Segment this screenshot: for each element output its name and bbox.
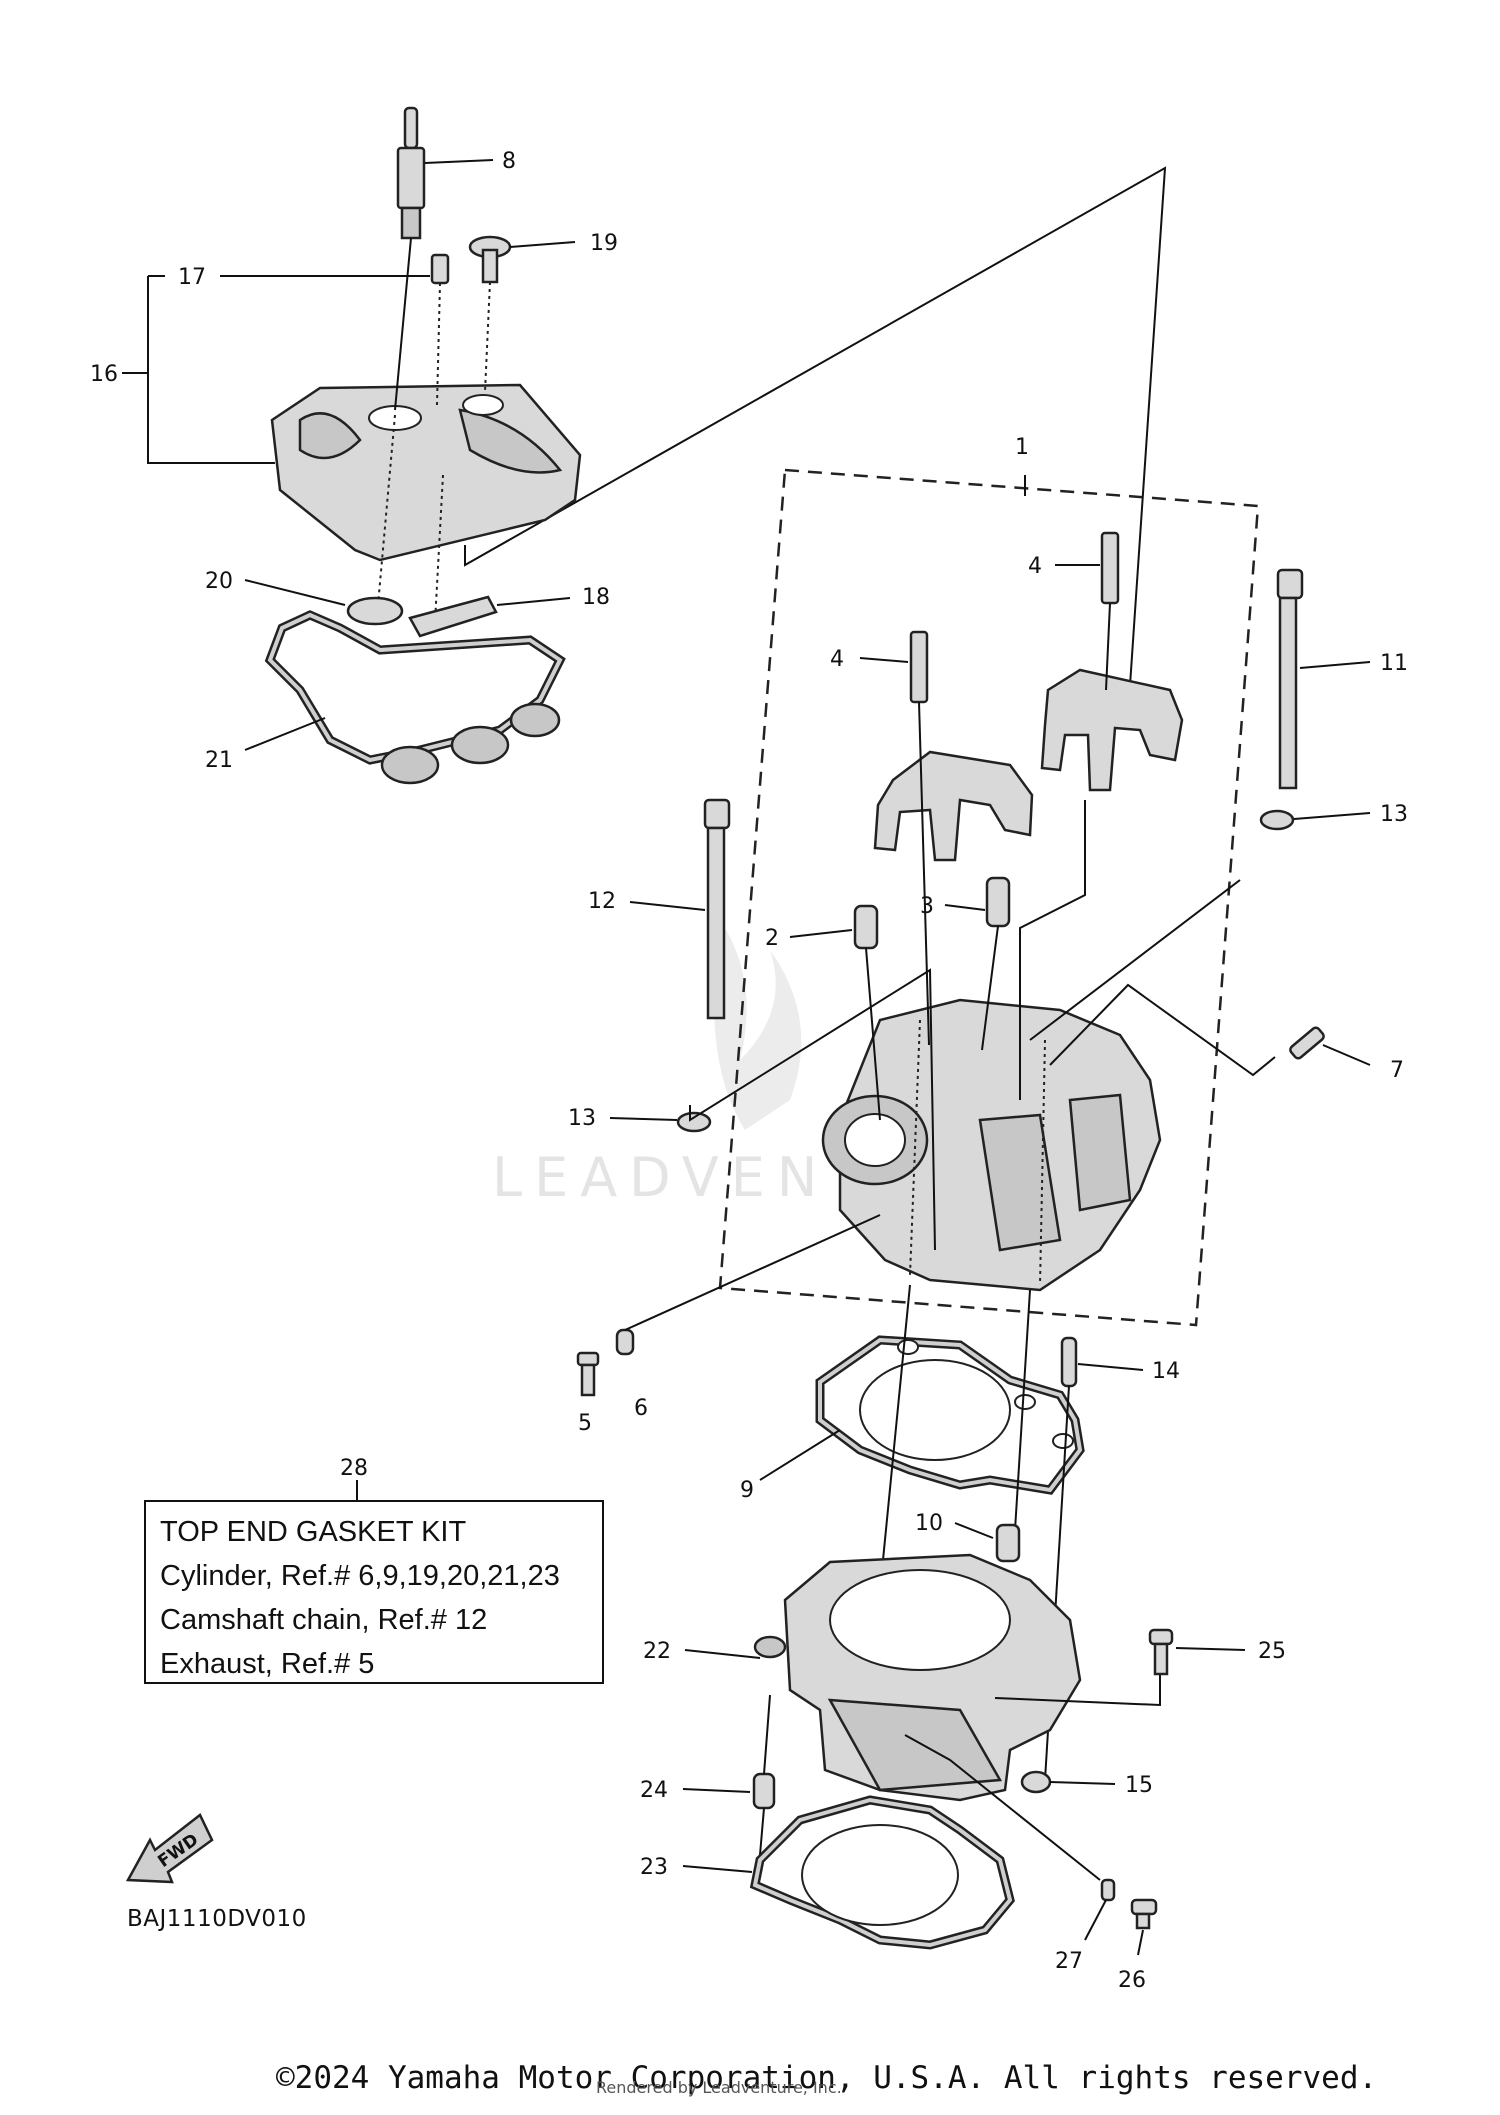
callout-9: 9 [740, 1478, 754, 1503]
cover-seal-20 [346, 596, 404, 626]
callout-4b: 4 [1028, 554, 1042, 579]
camshaft-cap-front [873, 750, 1034, 862]
callout-7: 7 [1390, 1058, 1404, 1083]
leader-cyl-head-lower [882, 1284, 911, 1561]
cover-bolt-19 [468, 235, 512, 393]
dowel-14 [1060, 1336, 1078, 1388]
leader-dowel-24 [763, 1694, 771, 1775]
callout-13-right: 13 [1380, 802, 1408, 827]
callout-11: 11 [1380, 651, 1408, 676]
fwd-arrow-icon: FWD [125, 1813, 214, 1884]
dowel-pin-3 [981, 876, 1011, 1051]
gasket-kit-box: TOP END GASKET KIT Cylinder, Ref.# 6,9,1… [144, 1500, 604, 1684]
callout-3: 3 [920, 894, 934, 919]
leader-bolt-12-route [689, 968, 936, 1251]
callout-28: 28 [340, 1456, 368, 1481]
head-bolt-11 [1276, 568, 1304, 790]
camshaft-cap-rear [1040, 668, 1184, 792]
bolt-26 [1130, 1898, 1158, 1930]
callout-19: 19 [590, 231, 618, 256]
head-cover-gasket-21 [264, 610, 566, 765]
bracket-16-17 [147, 276, 275, 464]
watermark-text: LEADVEN [492, 1146, 829, 1209]
callout-26: 26 [1118, 1968, 1146, 1993]
cover-gasket-18 [408, 595, 498, 638]
cam-cap-bolt-4-b [1100, 531, 1120, 691]
callout-20: 20 [205, 569, 233, 594]
cylinder-bore [829, 1569, 1011, 1671]
callout-25: 25 [1258, 1639, 1286, 1664]
callouts: 1 2 3 4 4 5 6 7 8 9 10 11 12 13 13 14 15 [90, 149, 1408, 1993]
callout-4a: 4 [830, 647, 844, 672]
leader-bolt-13-route [1029, 879, 1241, 1041]
callout-18: 18 [582, 585, 610, 610]
cylinder [753, 1553, 1161, 1802]
callout-22: 22 [643, 1639, 671, 1664]
callout-10: 10 [915, 1511, 943, 1536]
head-cover-gasket-lobes [380, 702, 561, 785]
callout-17: 17 [178, 265, 206, 290]
cylinder-bolt-25 [1148, 1628, 1174, 1676]
leader-pin-4b-route [1019, 800, 1086, 1100]
base-gasket-bore [801, 1824, 959, 1926]
callout-24: 24 [640, 1778, 668, 1803]
callout-5: 5 [578, 1411, 592, 1436]
callout-8: 8 [502, 149, 516, 174]
gasket-kit-line-cylinder: Cylinder, Ref.# 6,9,19,20,21,23 [160, 1560, 560, 1592]
gasket-kit-title: TOP END GASKET KIT [160, 1516, 467, 1548]
callout-27: 27 [1055, 1949, 1083, 1974]
dowel-24 [752, 1772, 776, 1810]
nut-15 [1020, 1770, 1052, 1794]
spark-plug [394, 106, 426, 411]
callout-12: 12 [588, 889, 616, 914]
cam-cap-bolt-4-a [909, 630, 930, 1046]
dowel-pin-2 [853, 904, 881, 1121]
assembly-boundary [718, 468, 1260, 1327]
copyright-notice: ©2024 Yamaha Motor Corporation, U.S.A. A… [276, 2060, 1378, 2096]
leader-dowel-24-down [759, 1807, 765, 1856]
callout-15: 15 [1125, 1773, 1153, 1798]
cylinder-head-cover [270, 383, 582, 623]
head-bolt-12 [703, 798, 731, 1020]
diagram-code: BAJ1110DV010 [127, 1906, 307, 1932]
callout-14: 14 [1152, 1359, 1180, 1384]
cylinder-head [821, 998, 1162, 1292]
dowel-6 [615, 1328, 635, 1356]
dowel-10 [995, 1523, 1021, 1563]
gasket-kit-line-camshaft: Camshaft chain, Ref.# 12 [160, 1604, 488, 1636]
callout-6: 6 [634, 1396, 648, 1421]
callout-13-left: 13 [568, 1106, 596, 1131]
leader-head-bolt-route [464, 166, 1167, 716]
pin-27 [1100, 1878, 1116, 1902]
callout-23: 23 [640, 1855, 668, 1880]
rendered-by-credit: Rendered by Leadventure, Inc. [596, 2078, 842, 2097]
leader-pin-7-route [1049, 983, 1276, 1077]
gasket-kit-line-exhaust: Exhaust, Ref.# 5 [160, 1648, 375, 1680]
callout-2: 2 [765, 926, 779, 951]
cover-bolt-17 [430, 253, 450, 406]
head-gasket-bore [859, 1359, 1011, 1461]
leader-cyl-head-lower-2 [1014, 1289, 1031, 1531]
leader-dowel-6 [624, 1214, 881, 1331]
leader-bolt-25-route [994, 1662, 1161, 1707]
pin-7 [1289, 1026, 1325, 1060]
exhaust-stud-5 [576, 1351, 600, 1397]
callout-21: 21 [205, 748, 233, 773]
callout-16: 16 [90, 362, 118, 387]
washer-13-right [1259, 809, 1295, 831]
washer-13-left [676, 1111, 712, 1133]
callout-1: 1 [1015, 435, 1029, 460]
leader-oil-route [904, 1734, 1101, 1881]
